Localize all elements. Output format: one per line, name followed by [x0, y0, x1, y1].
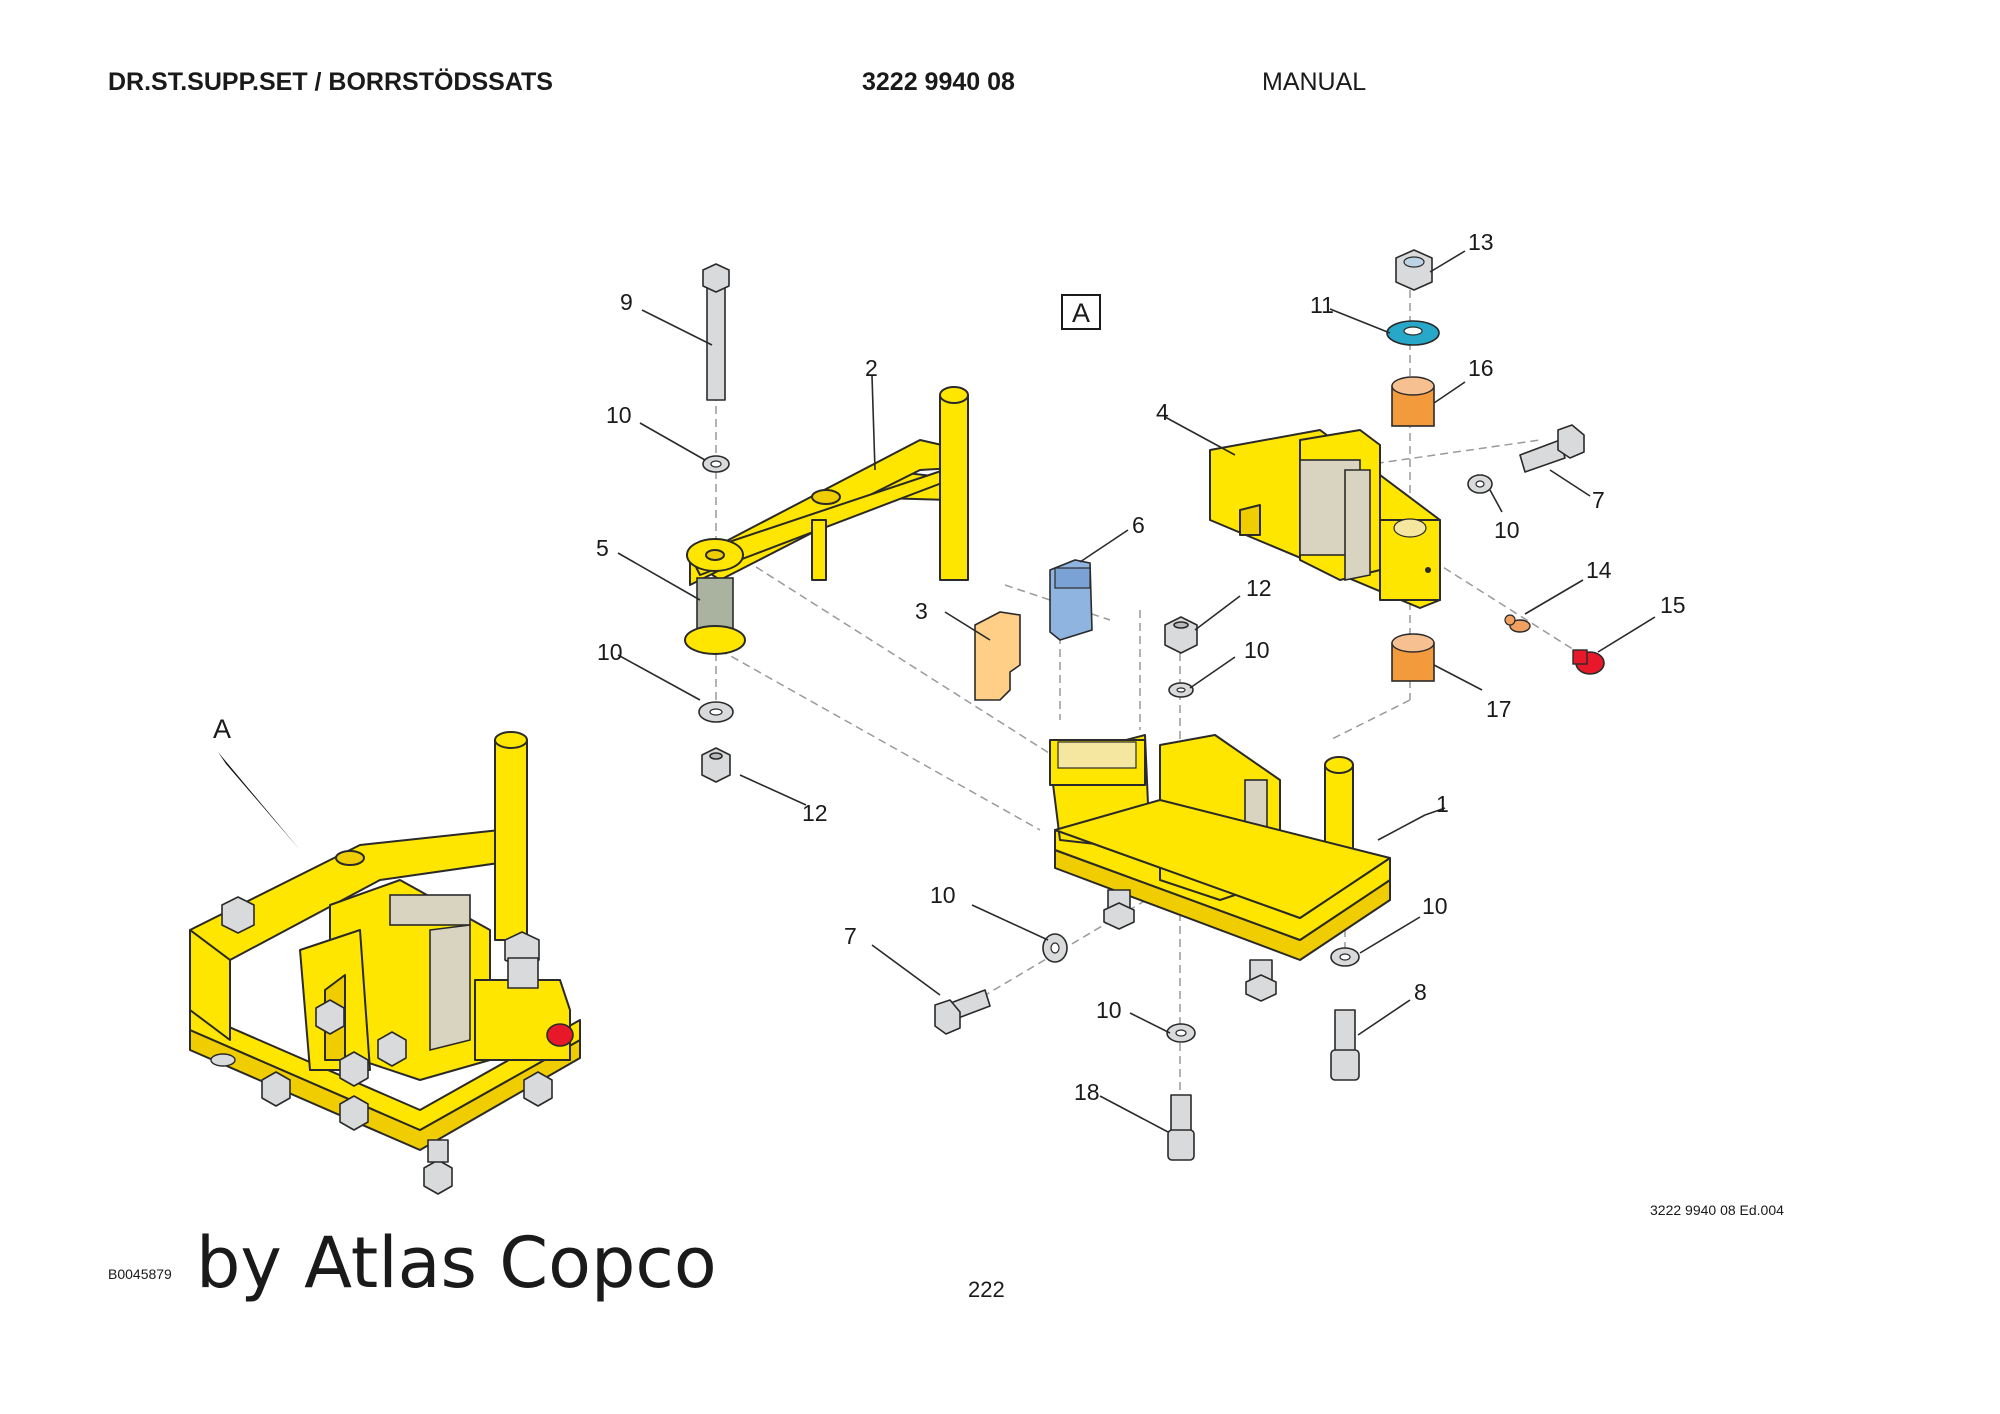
- callout-10-e: 10: [930, 882, 956, 908]
- view-label: A: [1072, 298, 1090, 328]
- callout-10-c: 10: [1244, 637, 1270, 663]
- header-part-number: 3222 9940 08: [862, 68, 1015, 96]
- callout-5: 5: [596, 535, 609, 561]
- callout-6: 6: [1132, 512, 1145, 538]
- image-id: B0045879: [108, 1266, 172, 1282]
- part-4-clamp: [1209, 429, 1441, 609]
- drawing-reference: 3222 9940 08 Ed.004: [1650, 1202, 1784, 1218]
- part-3-pad: [974, 611, 1021, 701]
- part-10-washer-right: [1467, 474, 1493, 494]
- part-10-washer-lower-center: [1166, 1023, 1196, 1043]
- part-10-washer-top: [702, 455, 730, 473]
- part-bolt-under-base-left: [1103, 889, 1135, 930]
- assembled-detail-view: A: [189, 714, 581, 1195]
- callout-8: 8: [1414, 979, 1427, 1005]
- header-doc-type: MANUAL: [1262, 68, 1367, 96]
- part-10-washer-center: [1168, 682, 1194, 698]
- part-5-pin: [684, 577, 746, 655]
- callout-15: 15: [1660, 592, 1686, 618]
- part-12-nut-center: [1164, 616, 1198, 654]
- callout-4: 4: [1156, 399, 1169, 425]
- part-17-bushing: [1391, 633, 1435, 682]
- part-6-pad: [1049, 559, 1093, 641]
- part-10-washer-lower-right: [1330, 947, 1360, 967]
- part-11-washer: [1386, 320, 1440, 346]
- part-15-plug: [1572, 649, 1605, 675]
- callout-11: 11: [1310, 292, 1334, 318]
- callout-1: 1: [1436, 791, 1449, 817]
- callout-14: 14: [1586, 557, 1612, 583]
- part-2-arm: [686, 386, 969, 586]
- view-label-box: A: [1061, 294, 1101, 330]
- part-12-nut-left: [701, 747, 731, 783]
- callout-7-b: 7: [844, 923, 857, 949]
- callout-leaders: [617, 250, 1656, 1133]
- callout-12-b: 12: [1246, 575, 1272, 601]
- brand-text: by Atlas Copco: [196, 1222, 717, 1304]
- part-13-nut: [1395, 249, 1433, 291]
- part-18-screw: [1167, 1094, 1195, 1161]
- callout-13: 13: [1468, 229, 1494, 255]
- part-10-washer-lower-left: [1042, 933, 1068, 963]
- callout-17: 17: [1486, 696, 1512, 722]
- callout-7-a: 7: [1592, 487, 1605, 513]
- callout-10-f: 10: [1422, 893, 1448, 919]
- part-10-washer-left: [698, 701, 734, 723]
- callout-10-a: 10: [606, 402, 632, 428]
- callout-16: 16: [1468, 355, 1494, 381]
- part-9-bolt: [702, 263, 730, 401]
- header-title: DR.ST.SUPP.SET / BORRSTÖDSSATS: [108, 68, 553, 96]
- callout-12-a: 12: [802, 800, 828, 826]
- assembly-lines: [715, 290, 1591, 1150]
- part-1-base: [1049, 734, 1391, 961]
- detail-label: A: [213, 714, 231, 744]
- callout-9: 9: [620, 289, 633, 315]
- callout-10-d: 10: [1494, 517, 1520, 543]
- part-14-grease-nipple: [1504, 614, 1531, 633]
- callout-2: 2: [865, 355, 878, 381]
- part-8-screw: [1330, 1009, 1360, 1081]
- part-bolt-under-base-right: [1245, 959, 1277, 1002]
- part-16-bushing: [1391, 376, 1435, 427]
- callout-numbers: 9 2 10 5 6 3 10 12 12 10 4 11 13 16 7 10…: [596, 229, 1686, 1105]
- part-7-bolt-left: [934, 989, 991, 1035]
- callout-10-g: 10: [1096, 997, 1122, 1023]
- callout-18: 18: [1074, 1079, 1100, 1105]
- page-number: 222: [968, 1277, 1005, 1302]
- callout-3: 3: [915, 598, 928, 624]
- callout-10-b: 10: [597, 639, 623, 665]
- part-7-bolt-right: [1519, 424, 1585, 473]
